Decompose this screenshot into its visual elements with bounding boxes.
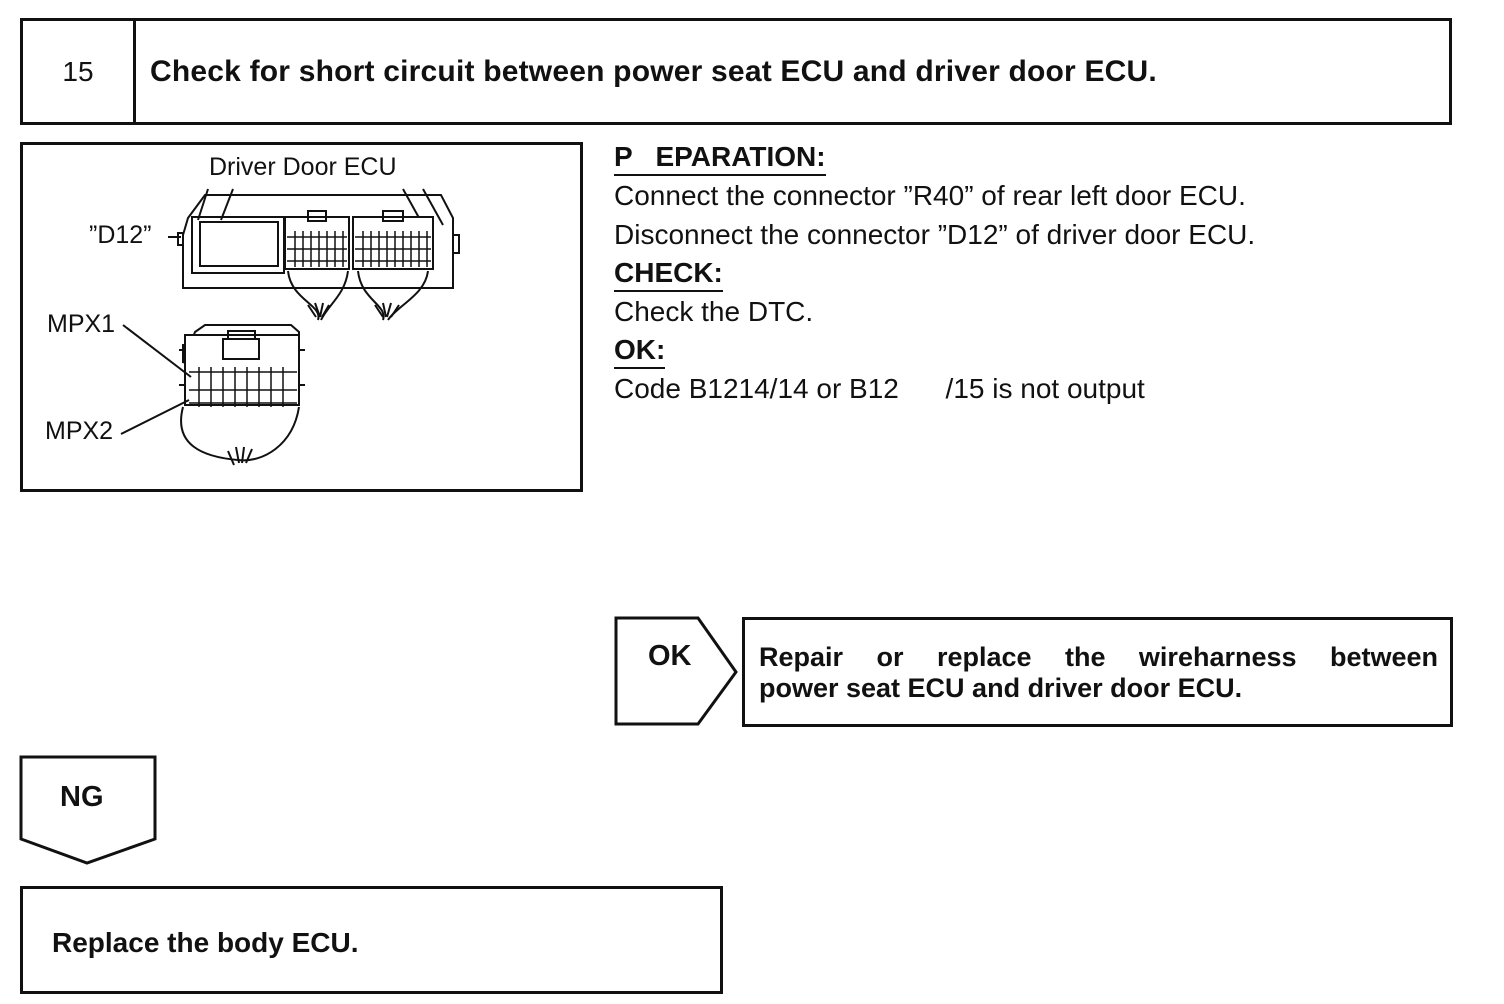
ng-arrow-shape bbox=[19, 755, 157, 865]
ng-result-box: Replace the body ECU. bbox=[20, 886, 723, 994]
ok-result-line-1: Repair or replace the wireharness betwee… bbox=[759, 642, 1438, 672]
ok-result-box: Repair or replace the wireharness betwee… bbox=[742, 617, 1453, 727]
ok-result-line-2: power seat ECU and driver door ECU. bbox=[759, 673, 1243, 703]
connector-figure: Driver Door ECU ”D12” MPX1 MPX2 bbox=[20, 142, 583, 492]
step-header: 15 Check for short circuit between power… bbox=[20, 18, 1452, 125]
mpx2-label: MPX2 bbox=[45, 417, 114, 445]
preparation-line: Disconnect the connector ”D12” of driver… bbox=[614, 219, 1256, 250]
ok-arrow-shape bbox=[614, 616, 738, 726]
ng-branch-label: NG bbox=[60, 781, 104, 813]
preparation-heading: P EPARATION: bbox=[614, 140, 826, 176]
check-heading: CHECK: bbox=[614, 256, 723, 292]
procedure-text: P EPARATION: Connect the connector ”R40”… bbox=[614, 138, 1434, 408]
mpx1-label: MPX1 bbox=[47, 310, 116, 338]
preparation-line: Connect the connector ”R40” of rear left… bbox=[614, 180, 1246, 211]
ecu-connector-illustration bbox=[120, 188, 460, 466]
ok-criteria-line: Code B1214/14 or B12 /15 is not output bbox=[614, 373, 1145, 404]
ok-heading: OK: bbox=[614, 333, 666, 369]
check-line: Check the DTC. bbox=[614, 296, 814, 327]
step-title: Check for short circuit between power se… bbox=[150, 54, 1157, 88]
connector-label: ”D12” bbox=[89, 221, 152, 249]
ok-branch-label: OK bbox=[648, 640, 692, 672]
ok-result-text: Repair or replace the wireharness betwee… bbox=[759, 642, 1438, 704]
figure-title: Driver Door ECU bbox=[209, 153, 397, 181]
step-number: 15 bbox=[23, 21, 136, 122]
ng-result-text: Replace the body ECU. bbox=[52, 927, 359, 958]
